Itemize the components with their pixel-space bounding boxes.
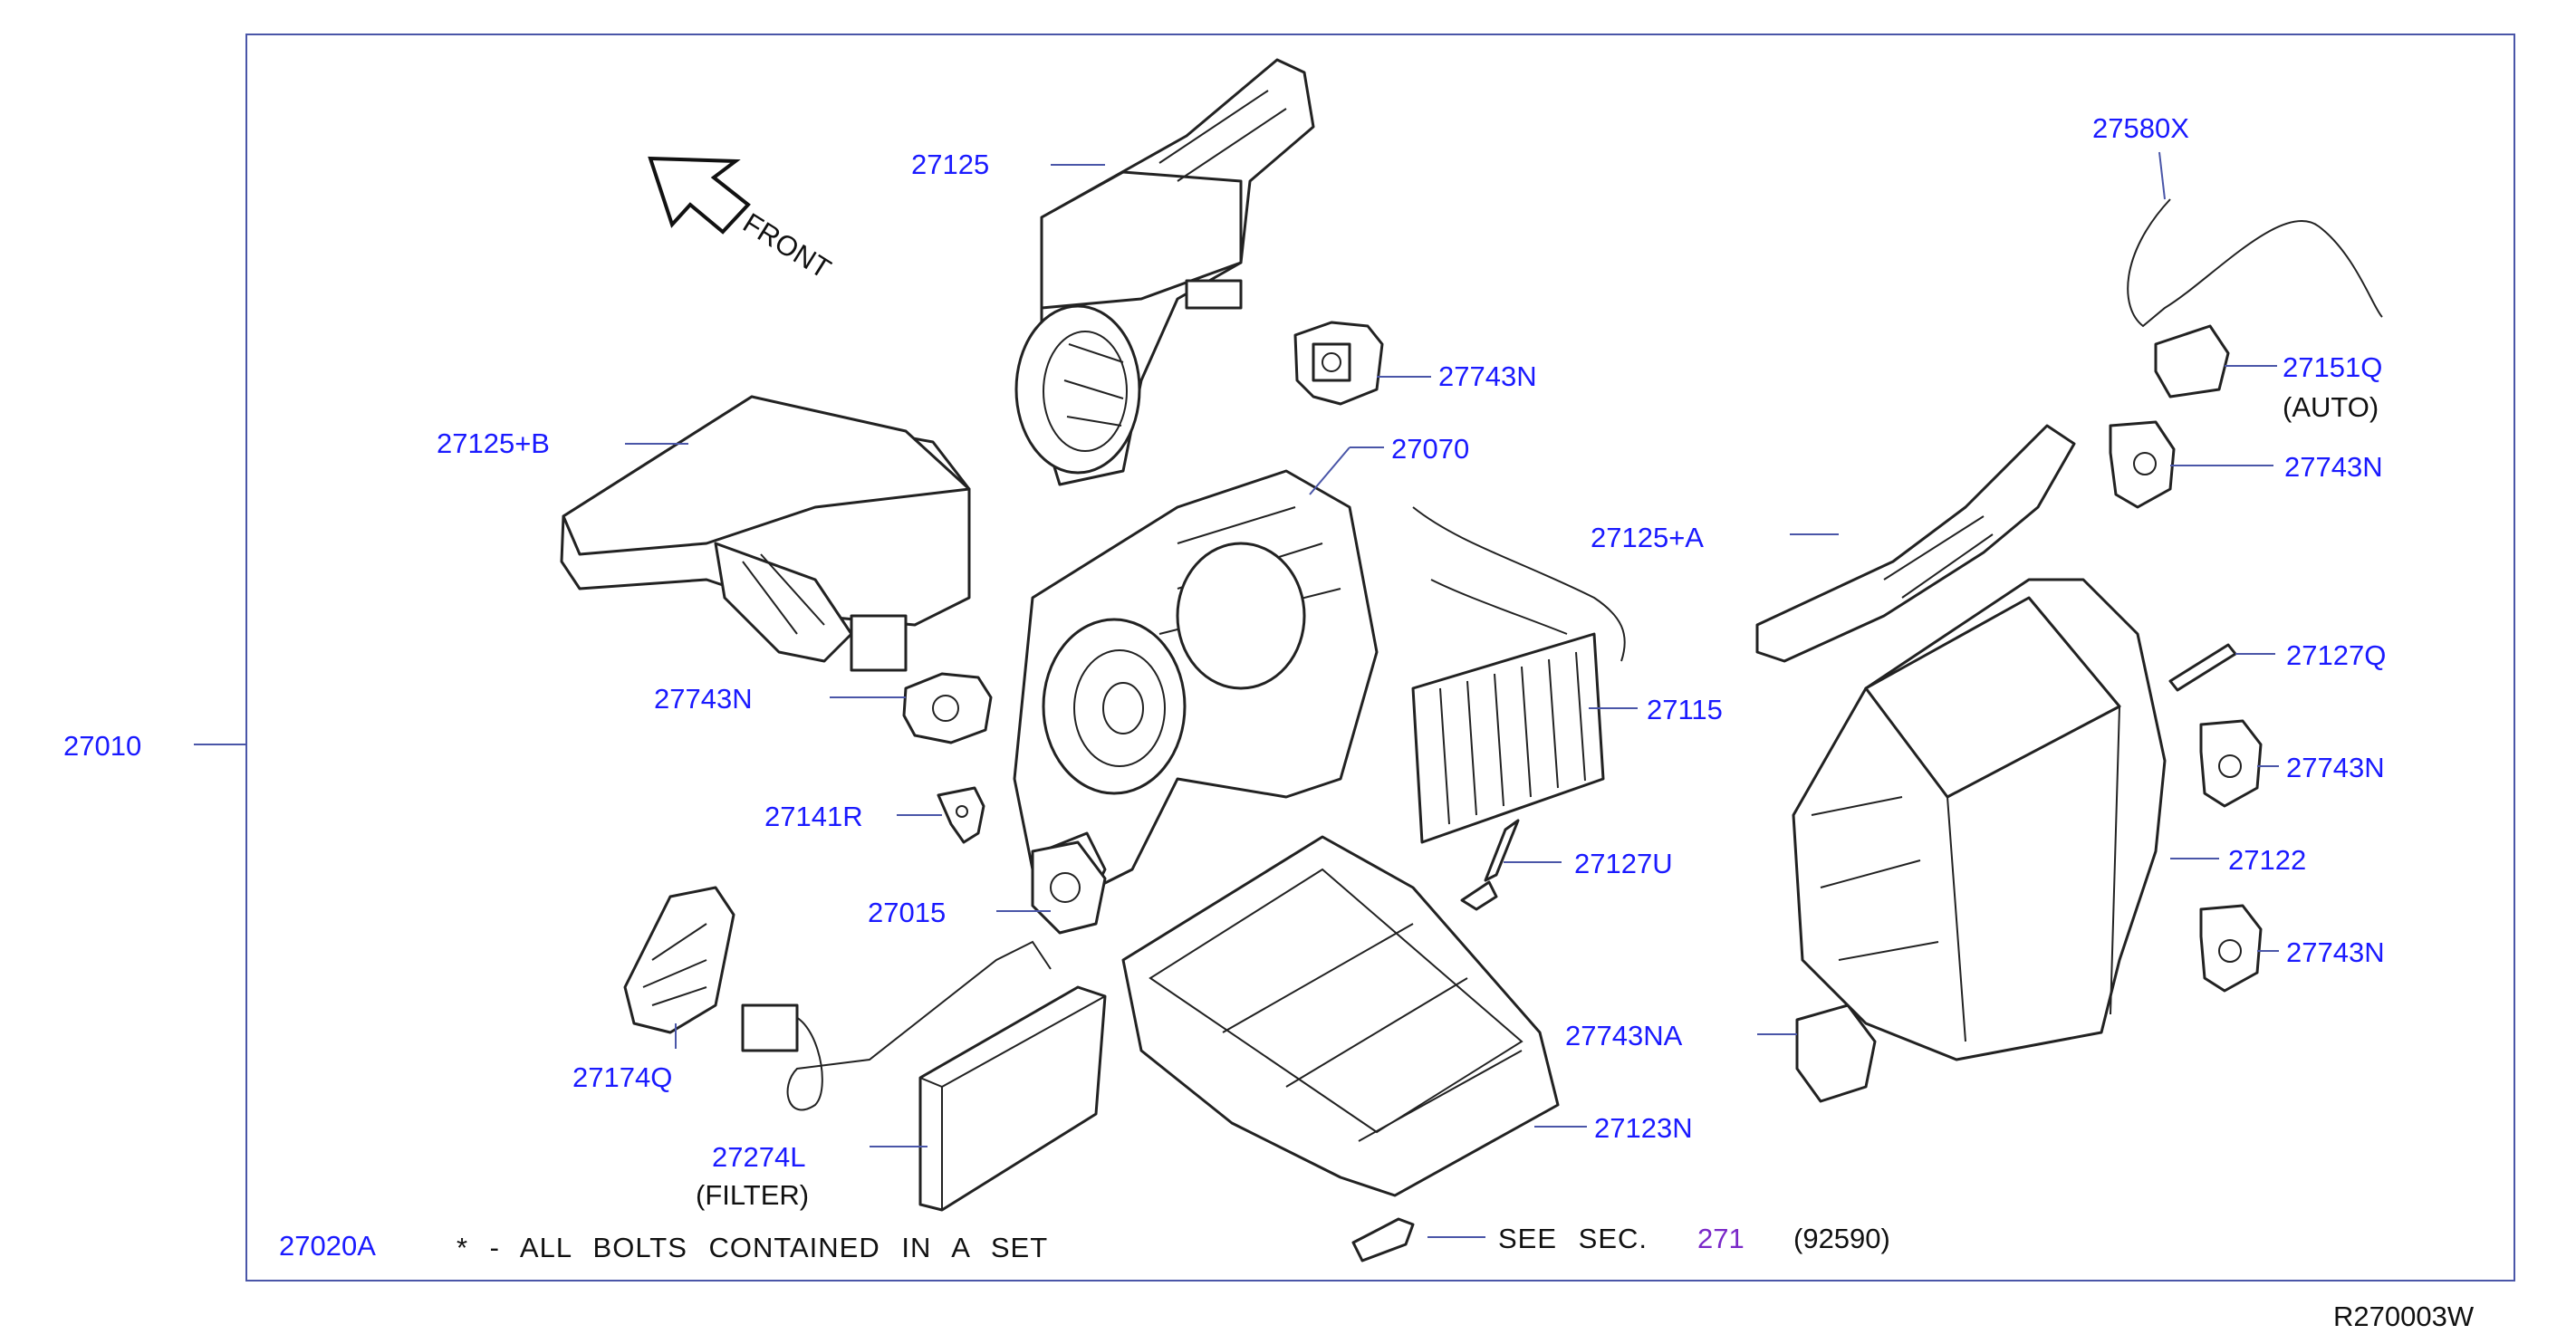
filter-27274L-illustration	[918, 985, 1107, 1212]
label-27580X: 27580X	[2092, 112, 2189, 144]
label-27743NA: 27743NA	[1565, 1020, 1683, 1051]
rod-27127U-illustration	[1460, 819, 1520, 911]
actuator-27743N-top-illustration	[1293, 321, 1384, 406]
label-27174Q: 27174Q	[572, 1061, 672, 1093]
sensor-27151Q-illustration	[2154, 324, 2230, 398]
label-27743N-top: 27743N	[1438, 360, 1537, 392]
drawing-code: R270003W	[2333, 1301, 2475, 1332]
label-27743N-right3: 27743N	[2286, 936, 2385, 968]
label-27125A: 27125+A	[1591, 522, 1704, 553]
pin-part-illustration	[1351, 1217, 1415, 1262]
label-27015: 27015	[868, 897, 946, 928]
rod-27127Q-illustration	[2168, 643, 2237, 692]
label-27743N-right1: 27743N	[2284, 451, 2383, 483]
leader-lines	[194, 151, 2279, 1238]
label-27123N: 27123N	[1594, 1112, 1693, 1144]
see-sec-label: SEE SEC.	[1498, 1223, 1648, 1254]
actuator-27743N-left-illustration	[902, 672, 993, 744]
front-label: FRONT	[737, 206, 836, 284]
label-27070: 27070	[1391, 433, 1469, 465]
label-27274L: 27274L	[712, 1141, 805, 1173]
label-27151Q-note: (AUTO)	[2283, 391, 2379, 423]
label-27125B: 27125+B	[437, 427, 550, 459]
blower-case-27070-illustration	[1013, 469, 1379, 907]
lower-case-27123N-illustration	[1121, 835, 1560, 1197]
hvac-case-27122-illustration	[1792, 578, 2167, 1061]
front-arrow-icon	[648, 156, 751, 235]
intake-duct-27125-illustration	[1014, 58, 1315, 486]
label-27743N-left: 27743N	[654, 683, 753, 715]
label-27743N-right2: 27743N	[2286, 752, 2385, 783]
label-27274L-note: (FILTER)	[696, 1179, 809, 1211]
bracket-27174Q-illustration	[623, 886, 735, 1034]
sec-ref: (92590)	[1793, 1223, 1890, 1254]
actuator-27743N-right2-illustration	[2199, 719, 2263, 808]
label-27151Q: 27151Q	[2283, 351, 2382, 383]
link-lever-27141R-illustration	[937, 786, 985, 844]
label-27127U: 27127U	[1574, 848, 1673, 879]
label-27020A: 27020A	[279, 1230, 376, 1262]
aspirator-hose-illustration	[741, 940, 1052, 1111]
aspirator-hose-27580X-illustration	[2127, 198, 2383, 328]
actuator-27743N-right3-illustration	[2199, 904, 2263, 993]
bolts-note: * - ALL BOLTS CONTAINED IN A SET	[457, 1232, 1048, 1263]
actuator-27743N-right1-illustration	[2109, 420, 2176, 509]
label-27141R: 27141R	[764, 801, 863, 832]
sec-271-link[interactable]: 271	[1697, 1223, 1745, 1254]
label-27127Q: 27127Q	[2286, 639, 2386, 671]
duct-27125A-illustration	[1755, 424, 2076, 663]
label-27122: 27122	[2228, 844, 2306, 876]
diagram-frame	[245, 34, 2515, 1282]
label-27010: 27010	[63, 730, 141, 762]
label-27115: 27115	[1647, 694, 1723, 725]
heater-core-27115-illustration	[1411, 506, 1626, 844]
side-duct-27125B-illustration	[560, 395, 971, 672]
label-27125: 27125	[911, 149, 989, 180]
